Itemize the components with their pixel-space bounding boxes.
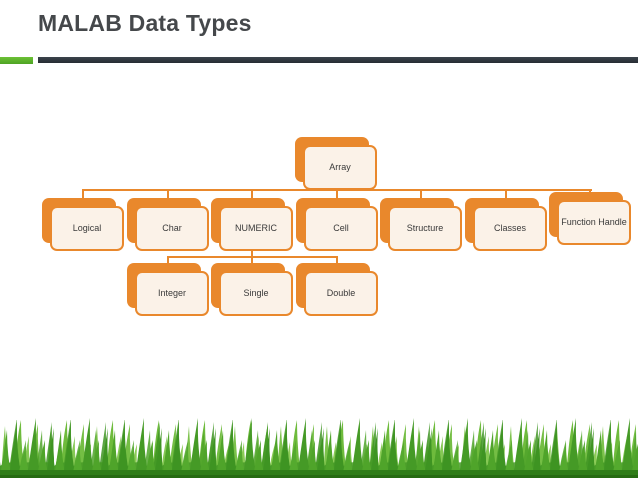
node-label: Double xyxy=(326,287,356,298)
node-function-handle[interactable]: Function Handle xyxy=(549,192,631,245)
node-face: NUMERIC xyxy=(219,206,293,251)
connector-drop-structure xyxy=(420,189,422,201)
connector-drop-logical xyxy=(82,189,84,201)
node-single[interactable]: Single xyxy=(211,263,293,316)
node-face: Function Handle xyxy=(557,200,631,245)
divider-bar xyxy=(38,57,638,63)
divider-green-accent xyxy=(0,57,33,64)
node-face: Double xyxy=(304,271,378,316)
connector-numeric-down xyxy=(251,251,253,257)
node-face: Single xyxy=(219,271,293,316)
connector-drop-double xyxy=(336,256,338,266)
node-char[interactable]: Char xyxy=(127,198,209,251)
node-numeric[interactable]: NUMERIC xyxy=(211,198,293,251)
grass-illustration xyxy=(0,416,638,478)
connector-drop-numeric xyxy=(251,189,253,201)
node-label: NUMERIC xyxy=(235,222,277,233)
node-face: Cell xyxy=(304,206,378,251)
node-face: Logical xyxy=(50,206,124,251)
node-cell[interactable]: Cell xyxy=(296,198,378,251)
node-array[interactable]: Array xyxy=(295,137,377,190)
node-face: Structure xyxy=(388,206,462,251)
connector-drop-char xyxy=(167,189,169,201)
node-label: Array xyxy=(329,161,351,172)
node-classes[interactable]: Classes xyxy=(465,198,547,251)
node-label: Cell xyxy=(333,222,349,233)
connector-drop-cell xyxy=(336,189,338,201)
node-integer[interactable]: Integer xyxy=(127,263,209,316)
node-label: Integer xyxy=(157,287,187,298)
node-label: Single xyxy=(243,287,269,298)
node-face: Array xyxy=(303,145,377,190)
node-double[interactable]: Double xyxy=(296,263,378,316)
connector-drop-single xyxy=(251,256,253,266)
slide-title: MALAB Data Types xyxy=(38,10,252,36)
node-label: Classes xyxy=(493,222,526,233)
node-face: Classes xyxy=(473,206,547,251)
connector-drop-classes xyxy=(505,189,507,201)
node-logical[interactable]: Logical xyxy=(42,198,124,251)
node-label: Char xyxy=(162,222,182,233)
node-label: Logical xyxy=(72,222,102,233)
node-face: Char xyxy=(135,206,209,251)
node-label: Structure xyxy=(406,222,444,233)
connector-drop-integer xyxy=(167,256,169,266)
node-structure[interactable]: Structure xyxy=(380,198,462,251)
node-face: Integer xyxy=(135,271,209,316)
node-label: Function Handle xyxy=(561,216,627,227)
